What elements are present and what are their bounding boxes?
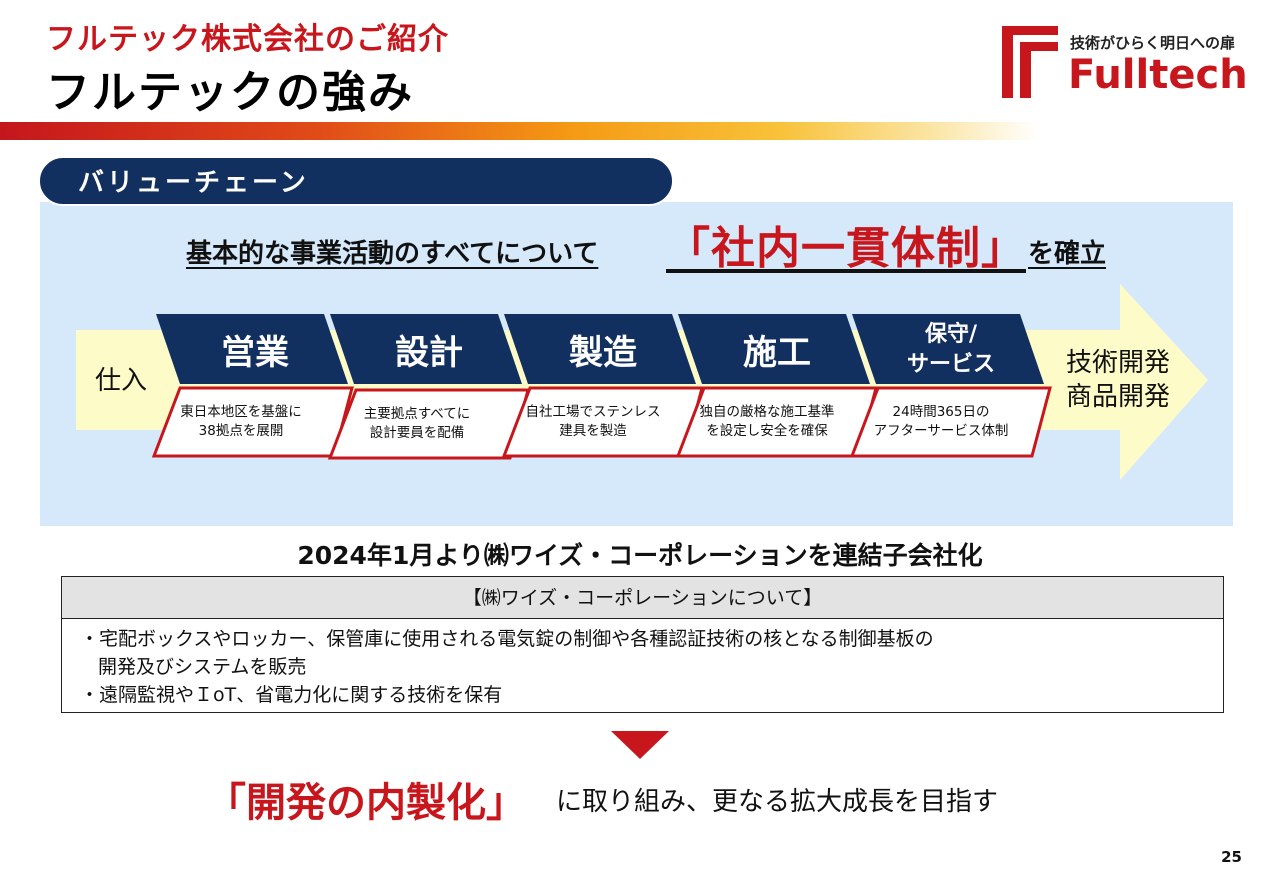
stage-chevron-4 (678, 314, 870, 384)
conclusion-rest: に取り組み、更なる拡大成長を目指す (556, 787, 999, 817)
stage-desc-design-line1: 主要拠点すべてに (363, 406, 471, 422)
acquisition-heading: 2024年1月より㈱ワイズ・コーポレーションを連結子会社化 (297, 541, 983, 570)
stage-desc-boxes (151, 386, 1052, 460)
stage-desc-construction-line1: 独自の厳格な施工基準 (699, 404, 835, 420)
stage-chevron-3 (504, 314, 696, 384)
stage-label-maintenance-line2: サービス (906, 352, 995, 377)
stage-label-maintenance-line1: 保守/ (924, 322, 978, 347)
logo-tagline: 技術がひらく明日への扉 (1070, 34, 1236, 52)
stage-desc-manufacturing: 自社工場でステンレス 建具を製造 (518, 403, 668, 441)
stage-desc-construction: 独自の厳格な施工基準 を設定し安全を確保 (692, 403, 842, 441)
stage-desc-box-2 (327, 388, 530, 460)
start-label-purchasing: 仕入 (94, 366, 147, 396)
stage-desc-box-5 (849, 386, 1052, 458)
value-chain-tab: バリューチェーン (38, 156, 674, 206)
stage-chevron-2 (330, 314, 522, 384)
stage-desc-design: 主要拠点すべてに 設計要員を配備 (342, 405, 492, 443)
stage-desc-manufacturing-line2: 建具を製造 (559, 423, 627, 439)
conclusion-emphasis: 「開発の内製化」 (206, 780, 526, 826)
value-chain-headline: 基本的な事業活動のすべてについて 「社内一貫体制」 を確立 (186, 220, 1126, 276)
down-arrow-icon (611, 731, 669, 759)
stage-desc-maintenance-line1: 24時間365日の (892, 404, 990, 420)
stage-desc-design-line2: 設計要員を配備 (369, 425, 465, 441)
subsidiary-info-title: 【㈱ワイズ・コーポレーションについて】 (62, 577, 1223, 619)
stage-label-maintenance: 保守/ サービス (876, 320, 1026, 380)
stage-chevrons (156, 314, 1044, 384)
info-bullet-1: ・宅配ボックスやロッカー、保管庫に使用される電気錠の制御や各種認証技術の核となる… (80, 628, 934, 650)
info-bullet-1-cont: 開発及びシステムを販売 (98, 656, 307, 678)
end-label-line2: 商品開発 (1065, 382, 1170, 412)
headline-after: を確立 (1028, 239, 1107, 269)
stage-chevron-1 (156, 314, 348, 384)
stage-label-construction: 施工 (743, 333, 811, 373)
stage-label-sales: 営業 (221, 333, 289, 373)
fulltech-logo-icon (1002, 26, 1058, 98)
company-logo: 技術がひらく明日への扉 Fulltech (1002, 22, 1252, 100)
end-label: 技術開発 商品開発 (1052, 346, 1184, 414)
stage-desc-sales: 東日本地区を基盤に 38拠点を展開 (166, 403, 316, 441)
header-gradient-bar (0, 122, 1040, 140)
stage-desc-sales-line2: 38拠点を展開 (198, 423, 284, 439)
stage-desc-manufacturing-line1: 自社工場でステンレス (525, 404, 661, 420)
stage-desc-sales-line1: 東日本地区を基盤に (180, 404, 302, 420)
subsidiary-info-body: ・宅配ボックスやロッカー、保管庫に使用される電気錠の制御や各種認証技術の核となる… (62, 619, 1223, 709)
stage-chevron-5 (852, 314, 1044, 384)
section-subtitle: フルテック株式会社のご紹介 (46, 22, 449, 57)
stage-desc-maintenance-line2: アフターサービス体制 (873, 423, 1009, 439)
headline-emphasis: 「社内一貫体制」 (666, 223, 1026, 274)
value-chain-arrow (76, 284, 1208, 480)
page-title: フルテックの強み (46, 67, 414, 118)
end-label-line1: 技術開発 (1065, 348, 1170, 378)
stage-label-manufacturing: 製造 (569, 333, 637, 373)
stage-desc-construction-line2: を設定し安全を確保 (706, 423, 828, 439)
stage-desc-maintenance: 24時間365日の アフターサービス体制 (866, 403, 1016, 441)
logo-wordmark: Fulltech (1068, 52, 1248, 98)
headline-before: 基本的な事業活動のすべてについて (186, 239, 599, 269)
subsidiary-info-box: 【㈱ワイズ・コーポレーションについて】 ・宅配ボックスやロッカー、保管庫に使用さ… (61, 576, 1224, 713)
stage-label-design: 設計 (395, 333, 463, 373)
info-bullet-2: ・遠隔監視やＩoT、省電力化に関する技術を保有 (80, 684, 503, 706)
page-number: 25 (1221, 848, 1242, 866)
